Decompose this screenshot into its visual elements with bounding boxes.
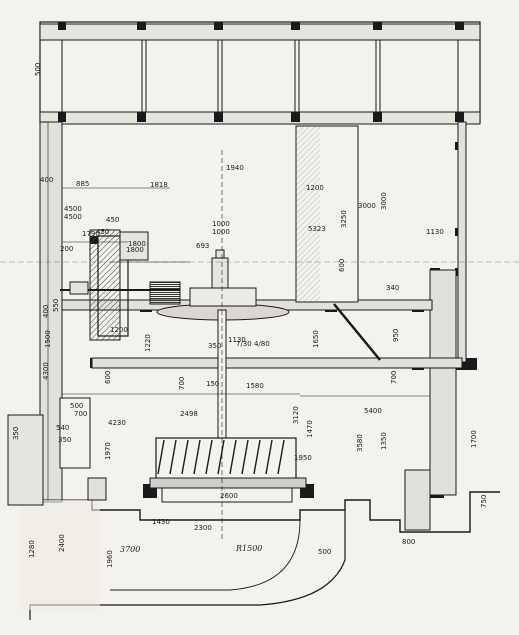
dim-label: 1000 bbox=[212, 228, 230, 236]
dim-label: 3000 bbox=[380, 192, 388, 210]
dim-label: 540 bbox=[56, 424, 70, 432]
dim-label: 700 bbox=[178, 376, 186, 390]
dim-label: 2400 bbox=[58, 534, 66, 552]
dim-label: 500 bbox=[70, 402, 84, 410]
dim-label: 350 bbox=[12, 426, 20, 440]
dim-label: 5400 bbox=[364, 407, 382, 415]
dim-label: 1970 bbox=[104, 442, 112, 460]
dim-label: 450 bbox=[96, 228, 110, 236]
dim-label: 1700 bbox=[470, 430, 478, 448]
dim-label: 1350 bbox=[380, 432, 388, 450]
draft-tube bbox=[91, 491, 500, 533]
dim-label: 2600 bbox=[220, 492, 238, 500]
dim-label: 500 bbox=[34, 62, 42, 76]
dim-label: 1200 bbox=[110, 326, 128, 334]
dim-label: 1220 bbox=[144, 334, 152, 352]
dim-label: 1470 bbox=[306, 420, 314, 438]
dim-label: 5323 bbox=[308, 225, 326, 233]
dim-label: 4500 bbox=[64, 205, 82, 213]
dim-label: 1430 bbox=[152, 518, 170, 526]
tailrace-curve bbox=[29, 510, 346, 620]
dim-label: 1800 bbox=[128, 240, 146, 248]
dim-label: 350 bbox=[58, 436, 72, 444]
dim-label: 7/30 4/80 bbox=[236, 340, 270, 348]
dim-label: 1280 bbox=[28, 540, 36, 558]
dim-label: 3120 bbox=[292, 406, 300, 424]
dim-label: 600 bbox=[104, 370, 112, 384]
dim-label: 3250 bbox=[340, 210, 348, 228]
dim-label: 885 bbox=[76, 180, 90, 188]
dim-label: 340 bbox=[386, 284, 400, 292]
dim-label: 3580 bbox=[356, 434, 364, 452]
dim-label: 450 bbox=[106, 216, 120, 224]
turbine-runner bbox=[149, 437, 307, 503]
dim-label: 1580 bbox=[246, 382, 264, 390]
dim-label: 800 bbox=[402, 538, 416, 546]
dim-label: 4300 bbox=[42, 362, 50, 380]
dim-label: 700 bbox=[390, 370, 398, 384]
dim-label: 1650 bbox=[312, 330, 320, 348]
generator-frame bbox=[97, 235, 129, 337]
dim-label: 1960 bbox=[106, 550, 114, 568]
dim-label: R1500 bbox=[236, 544, 263, 553]
building-section bbox=[0, 21, 519, 620]
generator-block bbox=[89, 229, 121, 341]
dim-label: 950 bbox=[392, 328, 400, 342]
diagonal-brace bbox=[333, 303, 381, 361]
dim-label: 3000 bbox=[358, 202, 376, 210]
dim-label: 1130 bbox=[228, 336, 246, 344]
dim-label: 1800 bbox=[126, 246, 144, 254]
dim-label: 150 bbox=[206, 380, 220, 388]
roof-beam-top bbox=[39, 23, 481, 41]
dim-label: 1790 bbox=[82, 230, 100, 238]
dim-label: 400 bbox=[42, 304, 50, 318]
dim-label: 1818 bbox=[150, 181, 168, 189]
dim-label: 1000 bbox=[212, 220, 230, 228]
dim-label: 1130 bbox=[426, 228, 444, 236]
dim-label: 500 bbox=[318, 548, 332, 556]
dim-label: 550 bbox=[52, 298, 60, 312]
dim-label: 1500 bbox=[44, 330, 52, 348]
dim-label: 600 bbox=[338, 258, 346, 272]
shaft-hatch bbox=[296, 126, 320, 302]
dim-label: 2300 bbox=[194, 524, 212, 532]
dim-label: 400 bbox=[40, 176, 54, 184]
dim-label: 350 bbox=[208, 342, 222, 350]
dim-label: 4500 bbox=[64, 213, 82, 221]
right-wall-lower bbox=[429, 269, 457, 496]
dim-label: 1950 bbox=[294, 454, 312, 462]
left-pier bbox=[7, 414, 44, 506]
dim-label: 4230 bbox=[108, 419, 126, 427]
dim-label: 2498 bbox=[180, 410, 198, 418]
dim-label: 693 bbox=[196, 242, 210, 250]
roof-beam-bottom bbox=[39, 111, 481, 125]
main-floor-beam bbox=[91, 357, 463, 369]
dim-label: 3700 bbox=[120, 545, 141, 554]
dim-label: 1940 bbox=[226, 164, 244, 172]
drive-housing bbox=[119, 231, 149, 261]
dim-label: 700 bbox=[74, 410, 88, 418]
dim-label: 1200 bbox=[306, 184, 324, 192]
dim-label: 200 bbox=[60, 245, 74, 253]
dim-label: 750 bbox=[480, 494, 488, 508]
right-column bbox=[457, 121, 467, 363]
